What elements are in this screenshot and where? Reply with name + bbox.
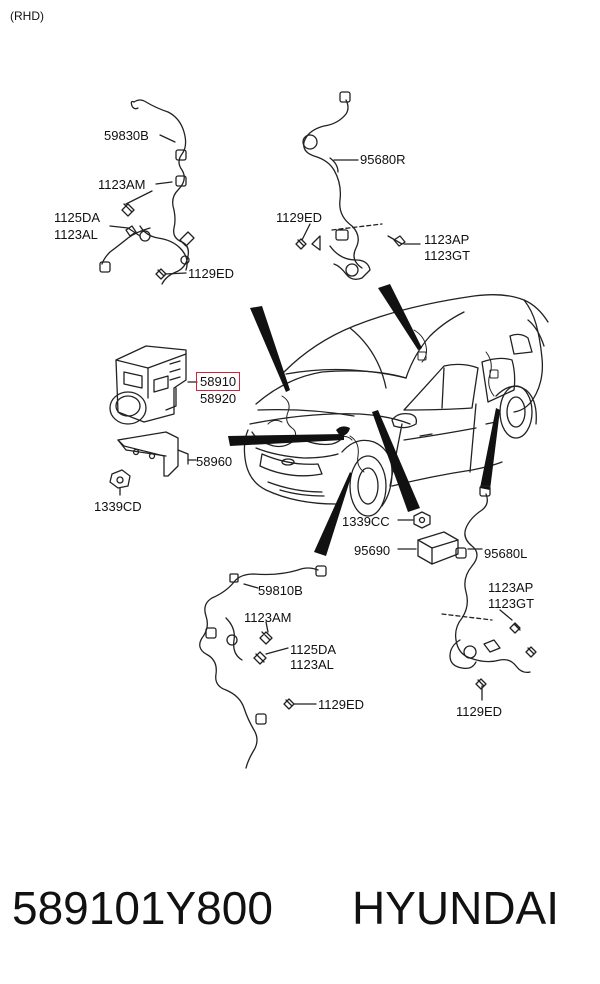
- abs-module: [109, 345, 198, 425]
- rear-right-sensor-harness: [99, 99, 195, 285]
- footer-part-number: 589101Y800: [12, 882, 273, 934]
- label-95680L: 95680L: [484, 546, 528, 561]
- car-wiring: [267, 329, 499, 473]
- label-1123GT-bottom: 1123GT: [488, 596, 535, 611]
- label-1129ED-bottom-right: 1129ED: [456, 704, 503, 719]
- label-1339CD: 1339CD: [94, 499, 142, 514]
- rhd-note: (RHD): [10, 9, 44, 23]
- label-58960: 58960: [196, 454, 233, 469]
- label-59830B: 59830B: [104, 128, 149, 143]
- label-1339CC: 1339CC: [342, 514, 390, 529]
- label-1129ED-top-left: 1129ED: [188, 266, 235, 281]
- abs-bracket: [109, 431, 197, 496]
- footer-brand: HYUNDAI: [352, 882, 560, 934]
- pointer-wedges: [228, 284, 500, 556]
- label-58910-highlighted[interactable]: 58910: [195, 372, 241, 391]
- label-95690: 95690: [354, 543, 391, 558]
- rear-left-sensor-harness: [199, 565, 327, 769]
- label-1123AP-top: 1123AP: [424, 232, 470, 247]
- label-1125DA-top: 1125DA: [54, 210, 101, 225]
- label-1129ED-bottom-left: 1129ED: [318, 697, 365, 712]
- label-1123AM-top: 1123AM: [98, 177, 146, 192]
- label-1129ED-top-right: 1129ED: [276, 210, 323, 225]
- car-body: [243, 294, 549, 517]
- label-1123AL-top: 1123AL: [54, 227, 98, 242]
- front-left-sensor-group: [397, 485, 537, 701]
- label-1123AP-bottom: 1123AP: [488, 580, 534, 595]
- label-1123AM-bottom: 1123AM: [244, 610, 292, 625]
- label-95680R: 95680R: [360, 152, 406, 167]
- label-59810B: 59810B: [258, 583, 303, 598]
- label-1123GT-top: 1123GT: [424, 248, 471, 263]
- front-right-sensor-harness: [295, 91, 421, 280]
- label-58920: 58920: [200, 391, 237, 406]
- label-1123AL-bottom: 1123AL: [290, 657, 334, 672]
- label-1125DA-bottom: 1125DA: [290, 642, 337, 657]
